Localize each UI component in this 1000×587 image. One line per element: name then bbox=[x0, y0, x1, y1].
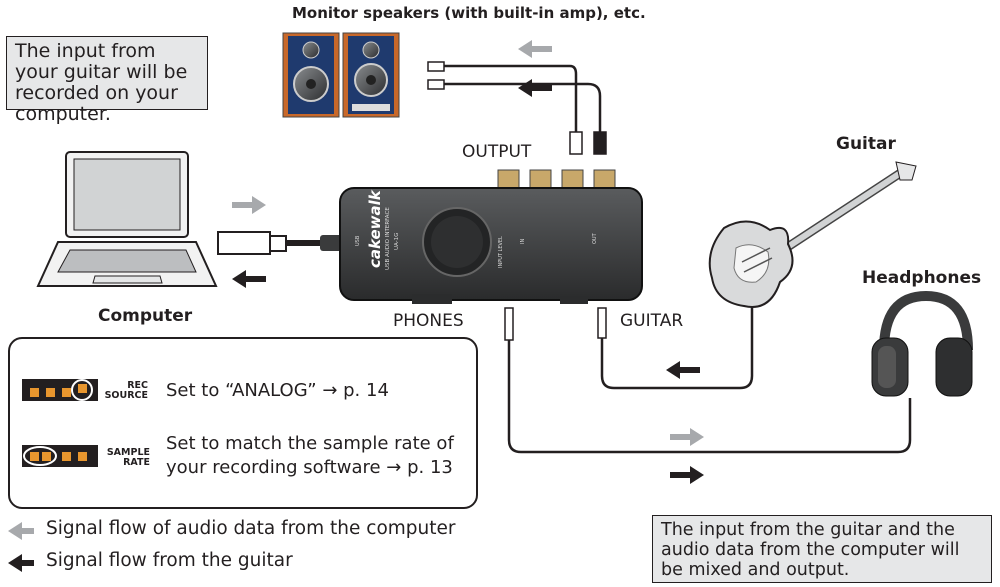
rec-source-switch-image bbox=[22, 379, 98, 401]
headphones-image bbox=[871, 290, 973, 397]
rca-cables bbox=[427, 61, 607, 155]
device-input-level: INPUT LEVEL bbox=[498, 236, 504, 268]
monitor-speakers-label: Monitor speakers (with built-in amp), et… bbox=[292, 4, 646, 22]
guitar-jack-label: GUITAR bbox=[620, 311, 684, 331]
headphone-cable bbox=[504, 307, 912, 454]
legend-guitar-flow: Signal flow from the guitar bbox=[46, 550, 293, 571]
guitar-cable bbox=[597, 300, 754, 390]
legend-black-arrow bbox=[8, 554, 34, 572]
device-in-label: IN bbox=[520, 238, 526, 244]
black-arrow-right-headphones bbox=[670, 466, 704, 484]
note-mixed-output: The input from the guitar and the audio … bbox=[652, 515, 992, 583]
audio-interface-image bbox=[339, 169, 643, 304]
black-arrow-left-speakers bbox=[518, 79, 552, 97]
sample-rate-switch-image bbox=[22, 445, 98, 467]
gray-arrow-right-headphones bbox=[670, 428, 704, 446]
device-out-label: OUT bbox=[592, 233, 598, 244]
computer-label: Computer bbox=[98, 306, 193, 326]
legend-computer-flow: Signal flow of audio data from the compu… bbox=[46, 518, 456, 539]
device-brand: cakewalk bbox=[366, 190, 384, 268]
legend-gray-arrow bbox=[8, 522, 34, 540]
gray-arrow-left-speakers bbox=[518, 40, 552, 58]
headphones-label: Headphones bbox=[862, 268, 982, 288]
black-arrow-left-guitar bbox=[666, 361, 700, 379]
device-subtitle: USB AUDIO INTERFACE bbox=[385, 207, 391, 270]
note-recording: The input from your guitar will be recor… bbox=[6, 36, 208, 125]
device-model: UA-1G bbox=[394, 232, 400, 250]
rec-source-instruction: Set to “ANALOG” → p. 14 bbox=[166, 380, 389, 401]
guitar-image bbox=[708, 161, 917, 308]
switch-settings-panel bbox=[8, 337, 478, 509]
usb-cable bbox=[217, 231, 348, 255]
laptop-image bbox=[36, 151, 218, 287]
device-usb-label: USB bbox=[355, 235, 361, 246]
phones-label: PHONES bbox=[393, 311, 464, 331]
monitor-speakers-image bbox=[282, 32, 400, 118]
flow-arrows bbox=[232, 40, 704, 484]
gray-arrow-right-usb bbox=[232, 196, 266, 214]
guitar-title-label: Guitar bbox=[836, 134, 896, 154]
output-label: OUTPUT bbox=[462, 142, 532, 162]
black-arrow-left-usb bbox=[232, 270, 266, 288]
